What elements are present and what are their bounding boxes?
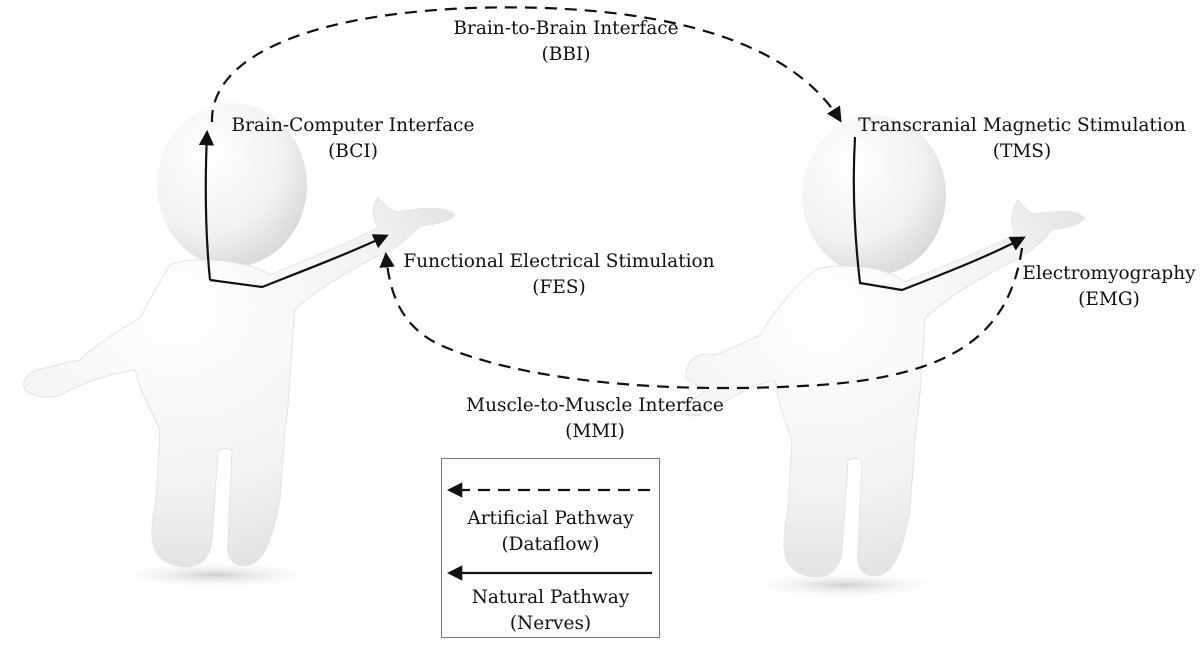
legend-artificial-line2: (Dataflow) <box>501 534 600 555</box>
bci-label: Brain-Computer Interface (BCI) <box>232 113 475 165</box>
legend-artificial-label: Artificial Pathway (Dataflow) <box>442 506 659 558</box>
fes-label-abbr: (FES) <box>532 277 586 298</box>
legend-natural-line1: Natural Pathway <box>471 587 630 608</box>
right-figure-body <box>681 199 1086 578</box>
fes-label-name: Functional Electrical Stimulation <box>403 251 715 272</box>
mmi-dashed-loop <box>379 247 1024 390</box>
mmi-label-abbr: (MMI) <box>565 421 625 442</box>
left-natural-pathway <box>198 129 215 281</box>
emg-label: Electromyography (EMG) <box>1022 261 1195 313</box>
right-natural-pathway <box>852 136 1026 292</box>
left-natural-pathway-arm <box>209 234 389 289</box>
mmi-label-name: Muscle-to-Muscle Interface <box>466 395 724 416</box>
bbi-label-name: Brain-to-Brain Interface <box>453 18 679 39</box>
legend-svg <box>446 482 652 581</box>
emg-label-name: Electromyography <box>1022 263 1196 284</box>
fes-label: Functional Electrical Stimulation (FES) <box>403 249 714 301</box>
tms-label-abbr: (TMS) <box>992 141 1052 162</box>
legend-box: Artificial Pathway (Dataflow) Natural Pa… <box>441 458 660 638</box>
legend-natural-label: Natural Pathway (Nerves) <box>442 585 659 637</box>
tms-label: Transcranial Magnetic Stimulation (TMS) <box>858 113 1186 165</box>
bbi-label: Brain-to-Brain Interface (BBI) <box>453 16 678 68</box>
emg-label-abbr: (EMG) <box>1078 289 1140 310</box>
bci-label-abbr: (BCI) <box>328 141 378 162</box>
bci-label-name: Brain-Computer Interface <box>231 115 475 136</box>
left-figure-head <box>157 103 307 267</box>
left-figure-ground-shadow <box>105 561 325 589</box>
bbi-dashed-arc <box>210 6 842 123</box>
right-figure-head <box>802 115 946 275</box>
right-figure <box>681 115 1086 599</box>
bbi-label-abbr: (BBI) <box>541 44 591 65</box>
legend-natural-line2: (Nerves) <box>509 613 592 634</box>
legend-artificial-line1: Artificial Pathway <box>467 508 634 529</box>
left-figure-body <box>23 197 456 568</box>
right-figure-ground-shadow <box>740 571 950 599</box>
tms-label-name: Transcranial Magnetic Stimulation <box>858 115 1186 136</box>
left-figure <box>23 103 456 589</box>
mmi-label: Muscle-to-Muscle Interface (MMI) <box>466 393 724 445</box>
